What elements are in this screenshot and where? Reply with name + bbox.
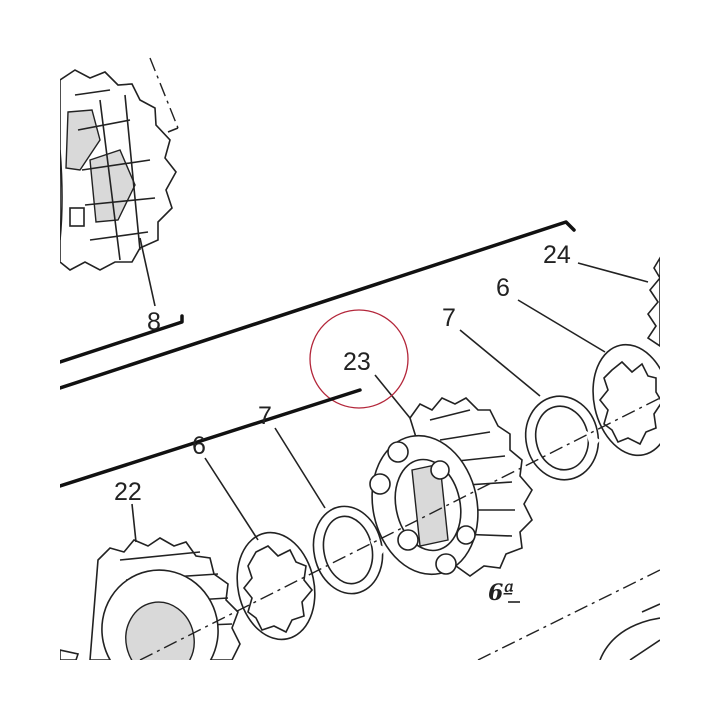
snap-ring-6-right	[592, 343, 660, 457]
shaft-axis	[139, 397, 660, 660]
circlip-7-right	[524, 395, 600, 481]
axis-lower	[477, 569, 660, 660]
bracket-upper	[60, 220, 576, 390]
leader-part-7-left	[274, 427, 326, 509]
axis-top	[149, 57, 179, 129]
bracket-lower	[60, 388, 362, 488]
label-part-6-left: 6	[192, 432, 206, 460]
leader-part-6-right	[517, 299, 606, 353]
leader-part-24	[577, 262, 649, 283]
label-part-7-right: 7	[442, 304, 456, 332]
snap-ring-6-left	[236, 531, 316, 641]
leader-part-7-right	[459, 329, 541, 397]
leader-part-22	[131, 503, 137, 543]
highlight-circle	[309, 309, 409, 409]
leader-part-8	[139, 237, 156, 307]
label-part-23: 23	[343, 348, 371, 376]
gear-part-23	[369, 397, 533, 577]
gear-part-8	[60, 69, 177, 271]
leader-part-6-left	[204, 457, 259, 541]
label-part-8: 8	[147, 308, 161, 336]
gear-part-24	[646, 256, 660, 347]
label-part-7-left: 7	[258, 402, 272, 430]
part-fragment-lower-left	[60, 649, 80, 660]
circlip-7-left	[312, 505, 386, 595]
leader-part-23	[374, 374, 411, 419]
label-part-6-right: 6	[496, 274, 510, 302]
label-part-24: 24	[543, 241, 571, 269]
label-part-22: 22	[114, 478, 142, 506]
gear-part-22	[89, 537, 241, 660]
part-fragment-lower-right	[599, 617, 660, 660]
